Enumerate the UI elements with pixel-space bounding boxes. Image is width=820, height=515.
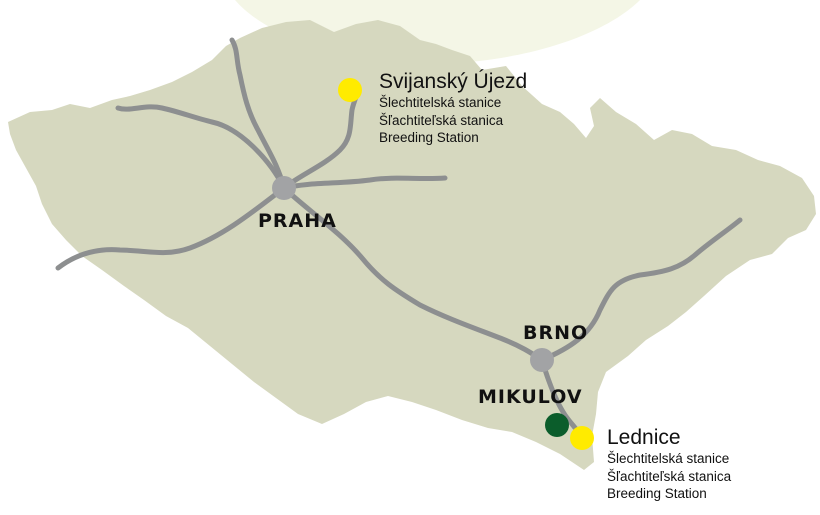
praha-dot: [272, 176, 296, 200]
road: [539, 217, 743, 363]
praha-label: PRAHA: [258, 210, 337, 232]
station-name: Lednice: [607, 426, 681, 449]
svijansky-station-dot: [338, 78, 362, 102]
road: [115, 104, 287, 191]
road: [281, 175, 448, 191]
svijansky-station-label: Svijanský Újezd Šlechtitelská stanice Šľ…: [379, 70, 527, 147]
station-desc-en: Breeding Station: [379, 130, 479, 145]
station-desc-sk: Šľachtiteľská stanica: [379, 112, 504, 128]
mikulov-dot: [545, 413, 569, 437]
station-name: Svijanský Újezd: [379, 70, 528, 93]
lednice-station-dot: [570, 426, 594, 450]
country-outline: [8, 20, 816, 470]
road-network: [55, 37, 743, 441]
station-desc-sk: Šľachtiteľská stanica: [607, 468, 732, 484]
station-desc-cz: Šlechtitelská stanice: [379, 95, 502, 110]
station-desc-cz: Šlechtitelská stanice: [607, 451, 730, 466]
road: [55, 185, 287, 271]
road: [281, 185, 545, 363]
brno-dot: [530, 348, 554, 372]
road: [229, 37, 287, 191]
station-desc-en: Breeding Station: [607, 486, 707, 501]
lednice-station-label: Lednice Šlechtitelská stanice Šľachtiteľ…: [607, 426, 731, 503]
brno-label: BRNO: [523, 322, 589, 344]
mikulov-label: MIKULOV: [478, 386, 583, 408]
